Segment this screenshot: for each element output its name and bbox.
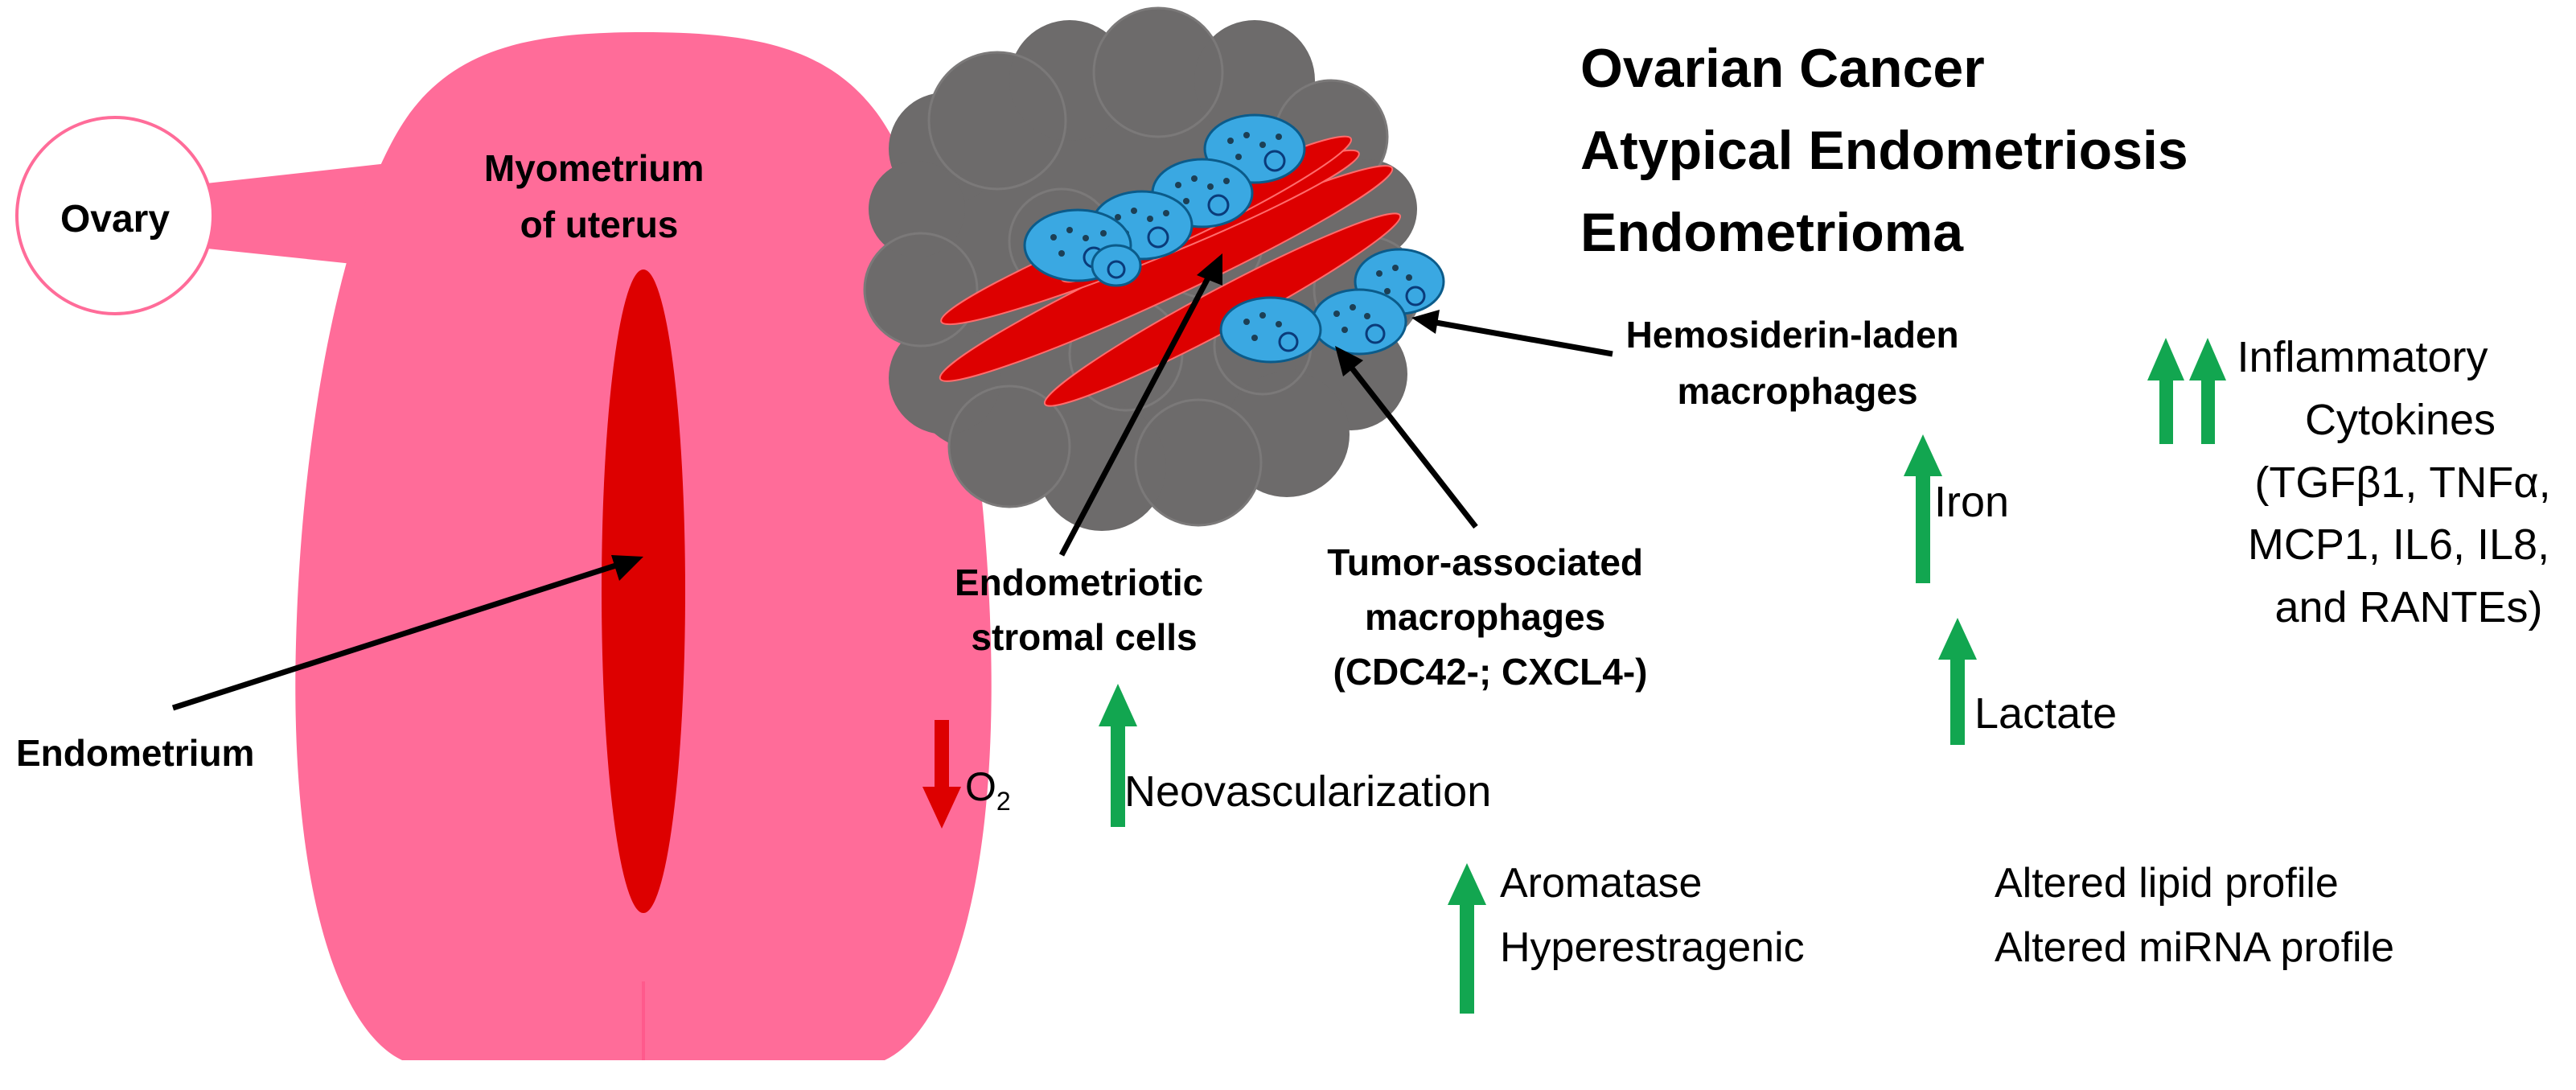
hemosiderin-line-1: Hemosiderin-laden: [1626, 314, 1959, 356]
stromal-line-2: stromal cells: [971, 616, 1197, 658]
inflammatory-line-2: Cytokines: [2305, 396, 2496, 444]
aromatase-line-2: Hyperestragenic: [1500, 924, 1805, 971]
aromatase-line-1: Aromatase: [1500, 860, 1702, 907]
up-arrow-icon: [1099, 684, 1137, 827]
o2-subscript: 2: [996, 787, 1011, 816]
endometriotic-lesion: [863, 6, 1445, 531]
up-arrow-icon: [1904, 434, 1942, 583]
myometrium-line-1: Myometrium: [484, 147, 704, 189]
up-arrow-icon: [1938, 618, 1977, 745]
myometrium-line-2: of uterus: [520, 204, 679, 245]
title-line-2: Atypical Endometriosis: [1580, 120, 2188, 181]
inflammatory-line-4: MCP1, IL6, IL8,: [2248, 520, 2549, 569]
neovascularization-factor: Neovascularization: [1099, 684, 1491, 827]
aromatase-label: Aromatase Hyperestragenic: [1500, 860, 1805, 971]
endometrium-cavity: [602, 269, 685, 913]
hemosiderin-arrow: [1411, 310, 1613, 357]
tumor-macrophages-arrow: [1335, 346, 1478, 529]
macrophages: [1023, 113, 1445, 364]
lactate-label: Lactate: [1974, 689, 2117, 738]
ovary-label: Ovary: [60, 198, 170, 241]
endometrium-arrow: [171, 555, 643, 711]
uterus-left-lobe: [295, 32, 643, 1060]
inflammatory-line-3: (TGFβ1, TNFα,: [2254, 459, 2550, 507]
myometrium-label: Myometrium of uterus: [484, 147, 714, 245]
o2-base: O: [965, 764, 996, 809]
lactate-factor: Lactate: [1938, 618, 2117, 745]
stromal-cells-label: Endometriotic stromal cells: [955, 561, 1214, 658]
endometrium-label: Endometrium: [16, 732, 254, 774]
o2-factor: O2: [922, 720, 1011, 829]
ovary: Ovary: [15, 116, 215, 315]
tumor-line-2: macrophages: [1365, 596, 1605, 638]
tumor-macrophages-label: Tumor-associated macrophages (CDC42-; CX…: [1327, 541, 1654, 693]
o2-label: O2: [965, 764, 1011, 816]
down-arrow-icon: [922, 720, 961, 829]
iron-label: Iron: [1934, 478, 2009, 526]
title-line-1: Ovarian Cancer: [1580, 38, 1985, 99]
macrophage: [1219, 296, 1322, 364]
macrophage: [1311, 288, 1407, 356]
altered-profiles-label: Altered lipid profile Altered miRNA prof…: [1995, 860, 2394, 971]
title: Ovarian Cancer Atypical Endometriosis En…: [1580, 38, 2204, 263]
inflammatory-factor: Inflammatory Cytokines (TGFβ1, TNFα, MCP…: [2147, 333, 2562, 631]
stromal-line-1: Endometriotic: [955, 561, 1203, 603]
ovary-shape: [15, 116, 215, 315]
up-arrow-icon: [1448, 863, 1486, 1014]
iron-factor: Iron: [1904, 434, 2009, 583]
altered-line-2: Altered miRNA profile: [1995, 924, 2394, 971]
altered-line-1: Altered lipid profile: [1995, 860, 2339, 907]
inflammatory-label: Inflammatory Cytokines (TGFβ1, TNFα, MCP…: [2237, 333, 2562, 631]
double-up-arrow-icon: [2147, 338, 2226, 444]
title-line-3: Endometrioma: [1580, 202, 1964, 263]
inflammatory-line-5: and RANTEs): [2274, 583, 2542, 631]
hemosiderin-label: Hemosiderin-laden macrophages: [1626, 314, 1970, 412]
aromatase-factor: Aromatase Hyperestragenic: [1448, 860, 1805, 1014]
macrophage: [1091, 244, 1142, 287]
hemosiderin-line-2: macrophages: [1677, 370, 1917, 412]
tumor-line-1: Tumor-associated: [1327, 541, 1643, 583]
neovascularization-label: Neovascularization: [1124, 767, 1491, 816]
inflammatory-line-1: Inflammatory: [2237, 333, 2488, 381]
tumor-line-3: (CDC42-; CXCL4-): [1333, 651, 1648, 693]
stromal-arrow: [1058, 253, 1222, 557]
